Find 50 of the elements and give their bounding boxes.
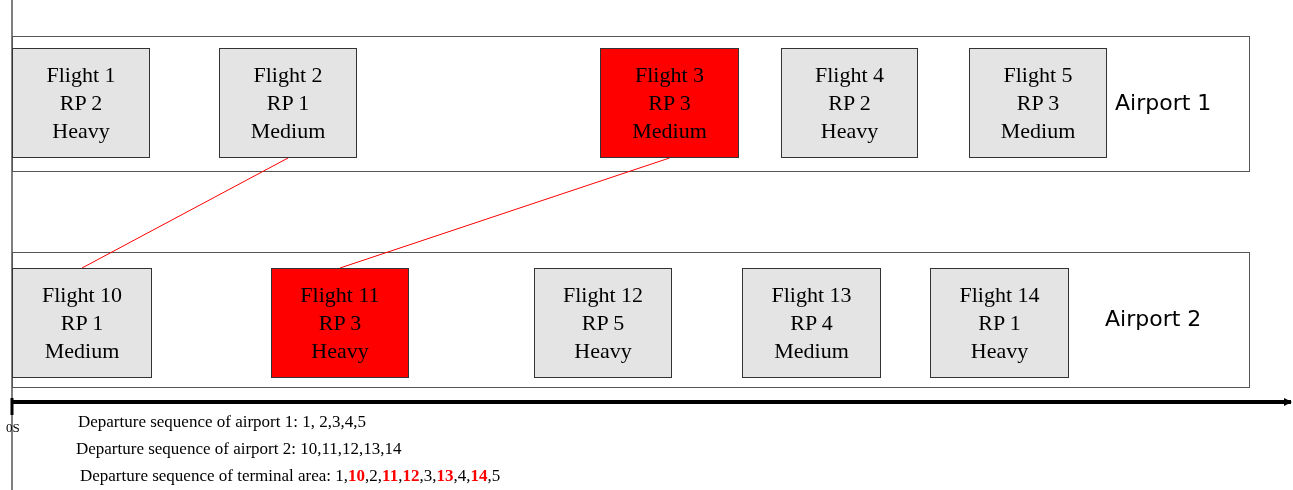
sequence-note: Departure sequence of terminal area: 1,10,2,11,12,3,13,4,14,5 — [80, 466, 501, 486]
flight-text: Flight 13 — [771, 281, 852, 309]
flight-text: Medium — [44, 337, 120, 365]
flight-box — [12, 268, 152, 378]
flight-box — [969, 48, 1107, 158]
flight-text: Flight 4 — [814, 61, 885, 89]
connector-line — [339, 157, 670, 269]
flight-box — [271, 268, 409, 378]
sequence-note: Departure sequence of airport 1: 1, 2,3,4,5 — [78, 412, 366, 432]
flight-text: Flight 2 — [253, 61, 323, 89]
flight-text: RP 3 — [1016, 89, 1060, 117]
flight-box — [219, 48, 357, 158]
time-origin-label: 0S — [6, 420, 20, 436]
flight-text: Flight 12 — [562, 281, 644, 309]
flight-text: RP 1 — [978, 309, 1021, 337]
flight-text: RP 5 — [581, 309, 625, 337]
flight-text: Flight 1 — [46, 61, 116, 89]
flight-text: Medium — [632, 117, 707, 145]
flight-text: Flight 10 — [41, 281, 123, 309]
flight-text: Flight 3 — [634, 61, 705, 89]
flight-box — [781, 48, 918, 158]
airport-band — [12, 252, 1250, 388]
airport-label: Airport 2 — [1105, 306, 1202, 331]
flight-text: Heavy — [311, 337, 369, 365]
airport-label: Airport 1 — [1115, 90, 1212, 115]
flight-text: RP 2 — [59, 89, 103, 117]
flight-text: Heavy — [820, 117, 879, 145]
flight-box — [742, 268, 881, 378]
flight-box — [534, 268, 672, 378]
flight-text: Flight 5 — [1003, 61, 1073, 89]
flight-text: Medium — [250, 117, 326, 145]
flight-text: Medium — [774, 337, 849, 365]
flight-text: RP 3 — [318, 309, 362, 337]
flight-text: RP 1 — [60, 309, 104, 337]
flight-text: RP 4 — [790, 309, 833, 337]
flight-text: RP 2 — [828, 89, 871, 117]
flight-text: Flight 11 — [300, 281, 380, 309]
flight-text: RP 3 — [648, 89, 691, 117]
flight-box — [930, 268, 1069, 378]
sequence-note: Departure sequence of airport 2: 10,11,12,13,14 — [76, 439, 402, 459]
flight-box — [12, 48, 150, 158]
flight-text: Heavy — [970, 337, 1029, 365]
flight-box — [600, 48, 739, 158]
flight-text: Heavy — [574, 337, 632, 365]
flight-text: Medium — [1000, 117, 1076, 145]
airport-band — [12, 36, 1250, 172]
flight-text: RP 1 — [266, 89, 310, 117]
connector-line — [81, 157, 289, 269]
flight-text: Heavy — [52, 117, 110, 145]
flight-text: Flight 14 — [959, 281, 1040, 309]
